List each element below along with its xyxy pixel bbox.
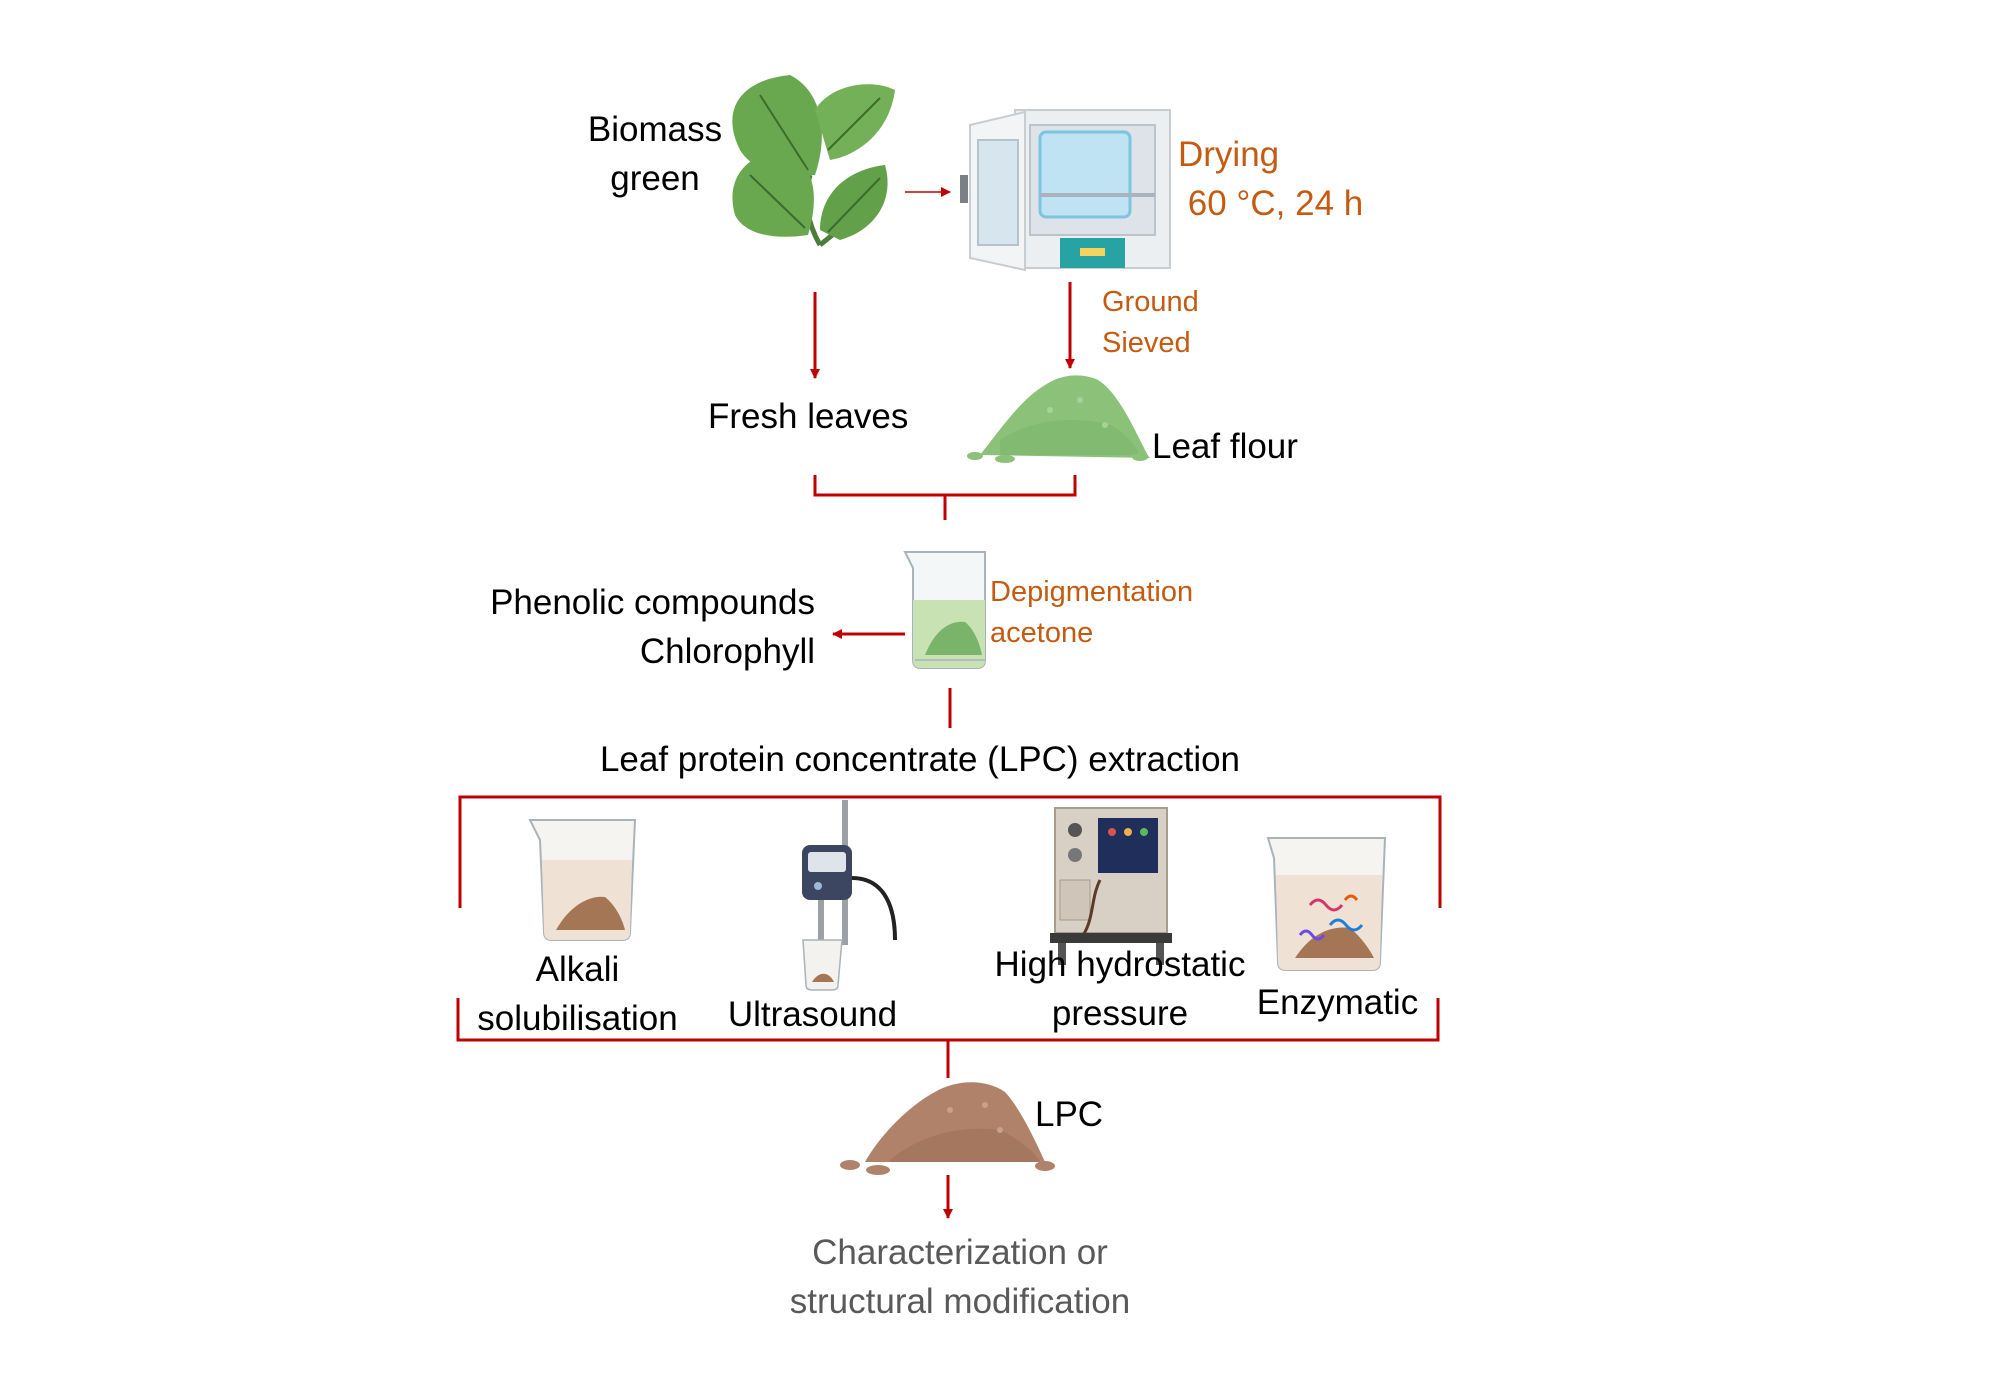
drying-label: Drying 60 °C, 24 h (1178, 130, 1363, 228)
grinding-label: Ground Sieved (1102, 282, 1199, 364)
beaker-icon (903, 551, 986, 669)
method-hhp-line1: High hydrostatic (994, 945, 1246, 984)
phenolic-compounds-label: Phenolic compounds (490, 583, 815, 622)
pressure-machine-icon (1050, 807, 1172, 965)
depigmentation-label-line1: Depigmentation (990, 576, 1194, 608)
lpc-label: LPC (1035, 1095, 1104, 1134)
leaf-icon (732, 75, 895, 247)
extraction-title: Leaf protein concentrate (LPC) extractio… (599, 740, 1241, 779)
leaf-flour-label: Leaf flour (1152, 427, 1298, 466)
method-alkali: Alkali solubilisation (455, 945, 700, 1043)
method-enzymatic: Enzymatic (1256, 983, 1419, 1022)
final-step-line2: structural modification (789, 1282, 1131, 1321)
method-hhp-line2: pressure (1051, 994, 1189, 1033)
drying-label-line2: 60 °C, 24 h (1178, 184, 1364, 223)
fresh-leaves-label: Fresh leaves (708, 397, 909, 436)
biomass-label-line1: Biomass (587, 110, 723, 149)
merge-bracket (813, 475, 1077, 520)
alkali-beaker-icon (528, 819, 637, 941)
extraction-bracket-top (458, 795, 1442, 908)
final-step-line1: Characterization or (812, 1233, 1108, 1272)
oven-icon (960, 109, 1171, 272)
final-step-label: Characterization or structural modificat… (690, 1228, 1230, 1326)
depigmentation-label-line2: acetone (990, 617, 1094, 649)
method-high-hydrostatic-pressure: High hydrostatic pressure (975, 940, 1265, 1038)
method-ultrasound: Ultrasound (727, 995, 898, 1034)
ground-label: Ground (1102, 286, 1199, 318)
ultrasound-probe-icon (802, 800, 897, 991)
chlorophyll-label: Chlorophyll (639, 632, 815, 671)
method-alkali-line1: Alkali (535, 950, 620, 989)
sieved-label: Sieved (1102, 327, 1191, 359)
enzyme-beaker-icon (1266, 837, 1387, 971)
removed-compounds-label: Phenolic compounds Chlorophyll (420, 578, 815, 676)
protein-pile-icon (840, 1082, 1055, 1175)
biomass-label: Biomass green (575, 105, 735, 203)
leaf-flour-pile-icon (967, 375, 1150, 463)
depigmentation-label: Depigmentation acetone (990, 572, 1193, 654)
drying-label-line1: Drying (1178, 135, 1280, 174)
biomass-label-line2: green (610, 159, 700, 198)
method-alkali-line2: solubilisation (477, 999, 678, 1038)
